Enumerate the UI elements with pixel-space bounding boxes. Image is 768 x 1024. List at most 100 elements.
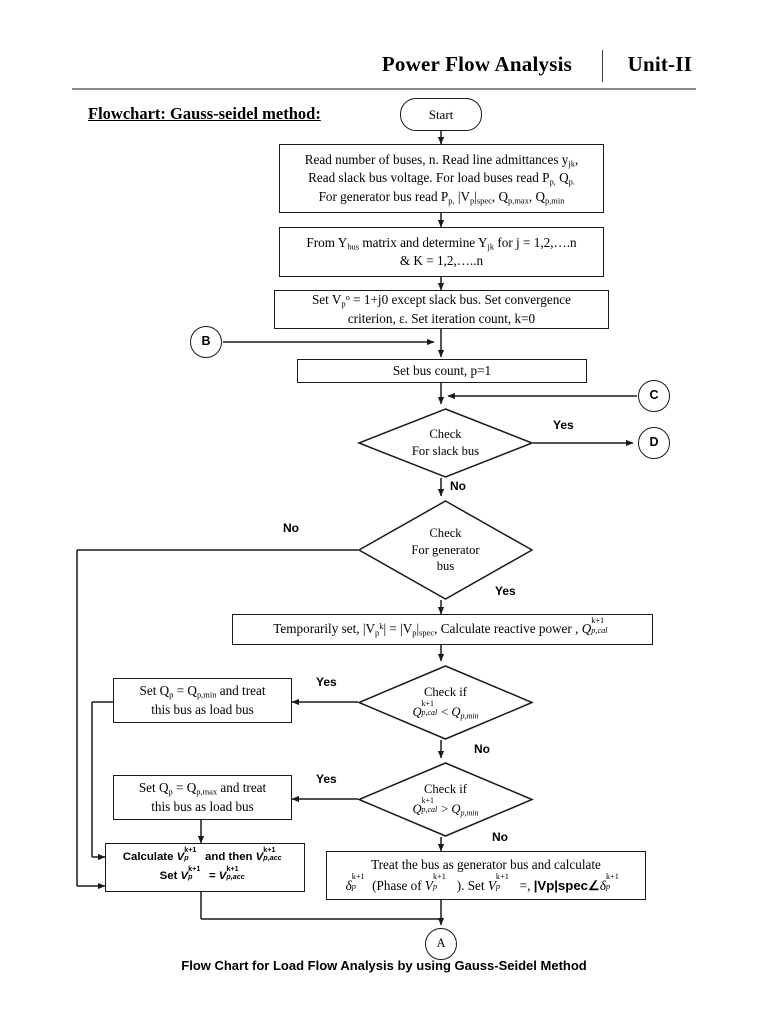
- text-frag: ). Set: [453, 877, 488, 893]
- text-frag: and treat: [217, 780, 267, 796]
- connector-a[interactable]: A: [425, 928, 457, 960]
- text-frag: δ: [345, 877, 352, 893]
- edge-label-slack-yes: Yes: [553, 418, 574, 432]
- text-sub: p: [470, 194, 475, 205]
- text-frag: =,: [516, 877, 534, 893]
- text-frag: = Q: [172, 780, 197, 796]
- edge-label-generator-no: No: [283, 521, 299, 535]
- text-frag: Set: [159, 870, 181, 882]
- text-frag: Set Q: [138, 780, 169, 796]
- text-sup: o: [345, 292, 350, 303]
- text-sup: k+1: [432, 872, 446, 882]
- text-frag: |Vp|spec∠: [533, 877, 600, 893]
- text-sub: p: [184, 854, 189, 862]
- text-sup: k+1: [226, 864, 239, 873]
- text-frag: Set V: [311, 292, 342, 308]
- text-frag: and then: [201, 851, 256, 864]
- text-frag: From Y: [306, 234, 348, 250]
- text-frag: matrix and determine Y: [359, 234, 488, 250]
- text-frag: Q: [581, 621, 592, 637]
- node-start-label: Start: [428, 106, 454, 122]
- text-frag: , Q: [491, 188, 508, 204]
- node-read-inputs-line3: For generator bus read Pp, |Vp|spec, Qp,…: [305, 188, 579, 206]
- text-frag: V: [255, 851, 264, 864]
- node-treat-generator-line1: Treat the bus as generator bus and calcu…: [371, 857, 601, 873]
- text-frag: V: [424, 877, 433, 893]
- text-sup: k+1: [184, 845, 197, 854]
- page-header-unit: Unit-II: [627, 52, 692, 76]
- node-set-q-max[interactable]: Set Qp = Qp,max and treat this bus as lo…: [113, 775, 292, 820]
- edge-label-slack-no: No: [450, 479, 466, 493]
- text-sub: p,acc: [263, 854, 282, 862]
- edge-label-qmin-yes: Yes: [316, 675, 337, 689]
- text-frag: Read slack bus voltage. For load buses r…: [308, 170, 550, 186]
- text-sub: p,cal: [591, 625, 608, 635]
- text-sub: p: [351, 881, 356, 891]
- text-frag: = Q: [173, 683, 197, 699]
- connector-d[interactable]: D: [638, 427, 670, 459]
- text-frag: and treat: [216, 683, 266, 699]
- node-start[interactable]: Start: [400, 98, 482, 131]
- text-frag: = 1+j0 except slack bus. Set convergence: [349, 292, 572, 308]
- text-sub: p: [188, 872, 193, 881]
- text-frag: , Calculate reactive power ,: [434, 621, 582, 637]
- text-sub: p,: [549, 176, 556, 187]
- header-rule: [72, 88, 696, 90]
- connector-c[interactable]: C: [638, 380, 670, 412]
- node-read-inputs-line1: Read number of buses, n. Read line admit…: [305, 151, 579, 169]
- node-set-q-min[interactable]: Set Qp = Qp,min and treat this bus as lo…: [113, 678, 292, 723]
- node-set-qmax-line1: Set Qp = Qp,max and treat: [139, 779, 266, 797]
- page-header-title: Power Flow Analysis: [381, 52, 572, 76]
- text-frag: | =: [383, 621, 401, 637]
- text-sub: p,acc: [226, 872, 245, 881]
- text-frag: Read number of buses, n. Read line admit…: [304, 152, 569, 168]
- node-set-initial-voltage[interactable]: Set Vpo = 1+j0 except slack bus. Set con…: [274, 290, 609, 329]
- node-set-v-line2: criterion, ε. Set iteration count, k=0: [347, 310, 536, 326]
- node-ybus-line1: From Ybus matrix and determine Yjk for j…: [306, 234, 576, 252]
- node-check-slack-bus[interactable]: Check For slack bus: [356, 408, 535, 478]
- text-sub: spec: [419, 627, 435, 638]
- text-sup: k+1: [591, 616, 605, 626]
- text-frag: , Q: [528, 188, 545, 204]
- edge-label-qmax-no: No: [492, 830, 508, 844]
- connector-b[interactable]: B: [190, 326, 222, 358]
- edge-label-qmin-no: No: [474, 742, 490, 756]
- text-frag: |V: [454, 188, 470, 204]
- text-frag: =: [205, 870, 219, 882]
- text-sub: bus: [347, 241, 360, 252]
- text-sub: p: [169, 689, 174, 700]
- text-sub: p: [412, 627, 417, 638]
- node-set-bus-count[interactable]: Set bus count, p=1: [297, 359, 587, 383]
- text-frag: |: [474, 188, 477, 204]
- text-frag: |: [416, 621, 420, 637]
- node-read-inputs[interactable]: Read number of buses, n. Read line admit…: [279, 144, 604, 213]
- node-ybus-line2: & K = 1,2,…..n: [399, 253, 484, 268]
- node-temporarily-set[interactable]: Temporarily set, |Vpk| = |Vp|spec, Calcu…: [232, 614, 653, 645]
- text-sub: p,: [448, 194, 455, 205]
- text-frag: ,: [574, 152, 579, 168]
- text-sub: spec: [476, 194, 492, 205]
- text-frag: Temporarily set, |V: [273, 621, 375, 637]
- node-ybus-matrix[interactable]: From Ybus matrix and determine Yjk for j…: [279, 227, 604, 277]
- text-frag: For generator bus read P: [318, 188, 449, 204]
- text-frag: |V: [400, 621, 413, 637]
- node-set-qmin-line2: this bus as load bus: [151, 701, 254, 717]
- node-set-qmax-line2: this bus as load bus: [151, 798, 254, 814]
- text-frag: V: [218, 870, 227, 882]
- text-sub: p,max: [196, 786, 218, 797]
- flowchart-heading: Flowchart: Gauss-seidel method:: [88, 104, 321, 123]
- text-sub: p,min: [544, 194, 565, 205]
- node-treat-as-generator[interactable]: Treat the bus as generator bus and calcu…: [326, 851, 646, 900]
- figure-caption: Flow Chart for Load Flow Analysis by usi…: [181, 958, 587, 973]
- text-sub: p: [168, 786, 173, 797]
- edge-label-generator-yes: Yes: [495, 584, 516, 598]
